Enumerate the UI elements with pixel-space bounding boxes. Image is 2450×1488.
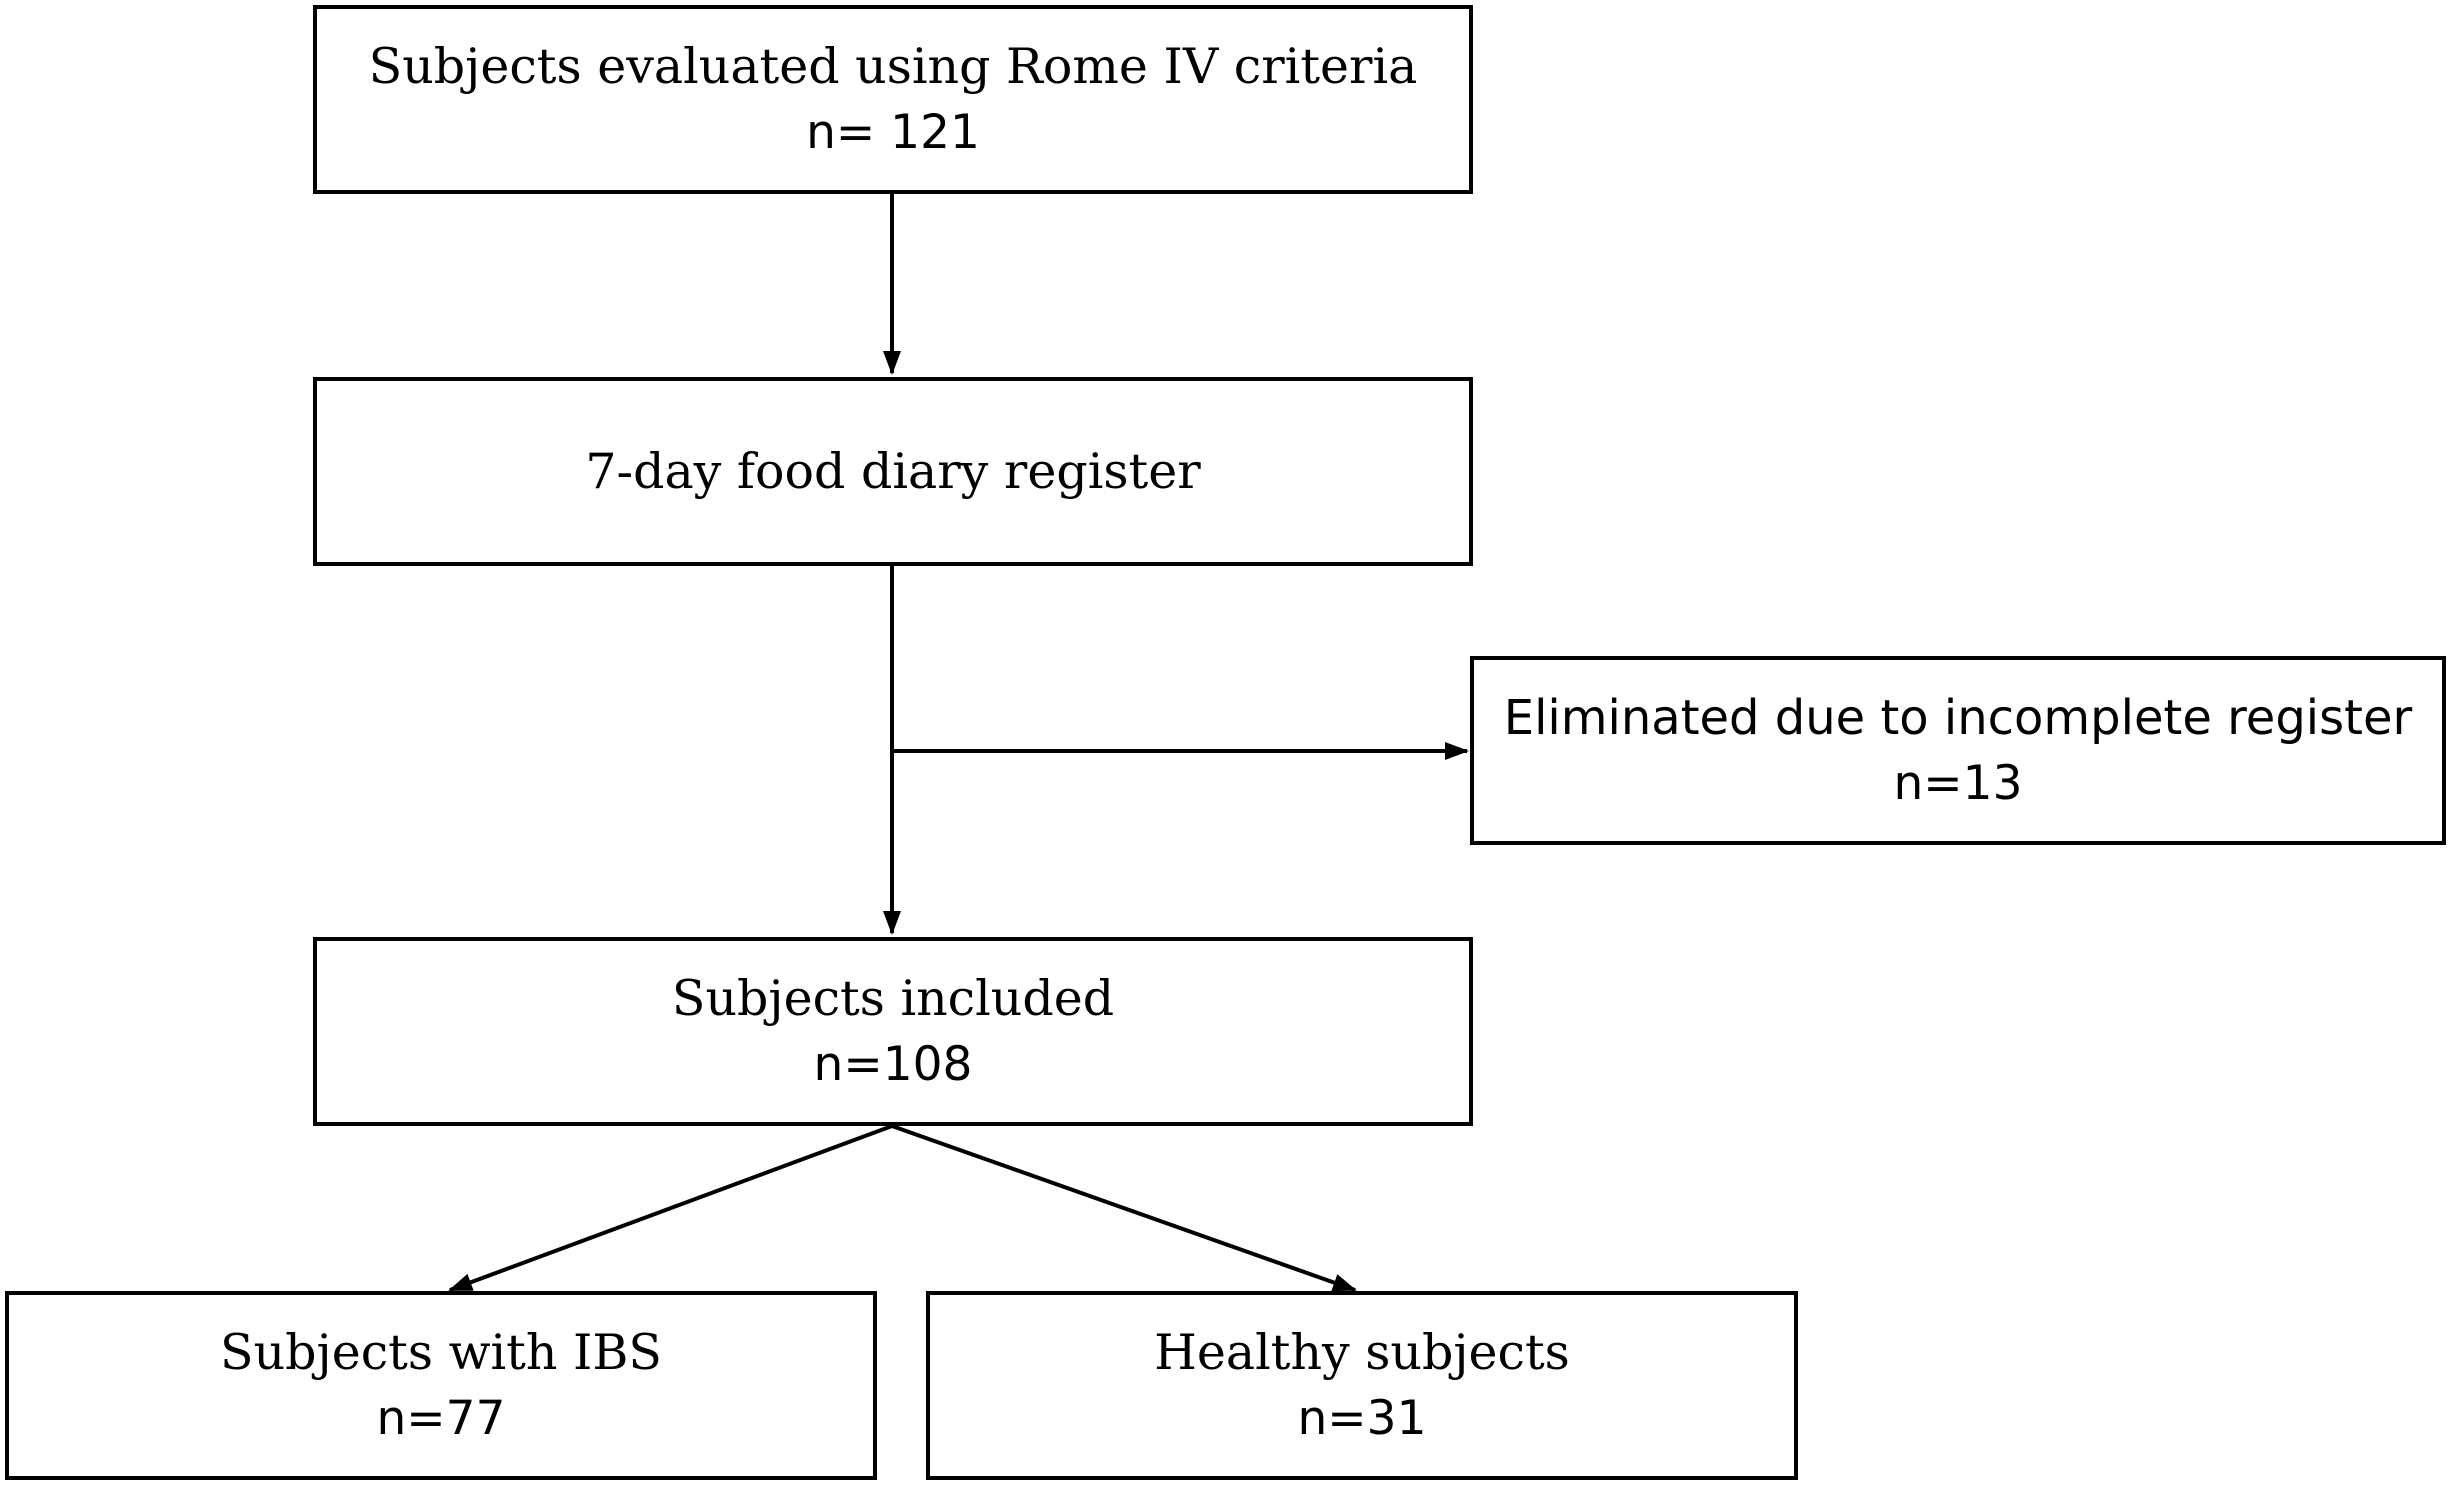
- node-label: 7-day food diary register: [585, 442, 1201, 500]
- node-healthy-subjects: Healthy subjects n=31: [926, 1291, 1798, 1480]
- node-count: n=31: [1297, 1390, 1427, 1446]
- node-label: Healthy subjects: [1154, 1323, 1570, 1381]
- node-subjects-evaluated: Subjects evaluated using Rome IV criteri…: [313, 5, 1473, 194]
- node-label: Subjects with IBS: [220, 1323, 662, 1381]
- node-label: Subjects included: [671, 969, 1115, 1027]
- node-label: Subjects evaluated using Rome IV criteri…: [368, 37, 1418, 95]
- node-count: n=108: [813, 1036, 973, 1092]
- node-count: n=13: [1893, 755, 2023, 811]
- node-subjects-ibs: Subjects with IBS n=77: [5, 1291, 877, 1480]
- node-count: n=77: [376, 1390, 506, 1446]
- node-subjects-included: Subjects included n=108: [313, 937, 1473, 1126]
- arrow-included-to-healthy: [891, 1124, 1357, 1292]
- node-food-diary: 7-day food diary register: [313, 377, 1473, 566]
- arrow-included-to-ibs: [448, 1124, 893, 1292]
- node-count: n= 121: [806, 104, 980, 160]
- node-label: Eliminated due to incomplete register: [1503, 689, 2413, 746]
- node-eliminated: Eliminated due to incomplete register n=…: [1470, 656, 2446, 845]
